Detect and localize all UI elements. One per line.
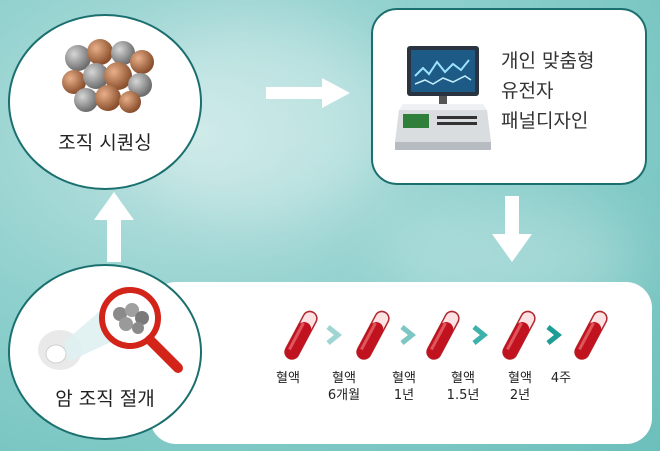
arrow-down-icon <box>492 196 532 262</box>
sequencing-step-label: 조직 시퀀싱 <box>58 132 152 154</box>
panel-design-label: 개인 맞춤형 유전자 패널디자인 <box>501 46 594 136</box>
biopsy-step-label: 암 조직 절개 <box>55 388 155 410</box>
magnifier-tissue-icon <box>38 287 183 373</box>
chevron-right-icon <box>400 325 416 345</box>
timeline-label: 4주 <box>550 371 572 386</box>
chevron-right-icon <box>472 325 488 345</box>
blood-tube-icon <box>574 310 608 360</box>
timeline-label: 혈액 <box>276 371 300 386</box>
panel-design-line-1: 개인 맞춤형 <box>501 50 595 72</box>
blood-tube-icon <box>502 310 536 360</box>
arrow-right-icon <box>266 78 350 108</box>
blood-tube-icon <box>426 310 460 360</box>
biopsy-step-circle: 암 조직 절개 <box>8 264 202 440</box>
tissue-cells-icon <box>62 39 154 113</box>
blood-tube-icon <box>284 310 318 360</box>
blood-tube-icon <box>356 310 390 360</box>
blood-monitoring-timeline <box>150 282 652 444</box>
chevron-right-icon <box>326 325 342 345</box>
arrow-up-icon <box>94 192 134 262</box>
sequencing-step-circle: 조직 시퀀싱 <box>8 14 202 190</box>
panel-design-line-2: 유전자 <box>501 80 554 102</box>
chevron-right-icon <box>546 325 562 345</box>
panel-design-line-3: 패널디자인 <box>501 110 589 132</box>
sequencer-machine-icon <box>395 46 491 150</box>
panel-design-card: 개인 맞춤형 유전자 패널디자인 <box>371 8 647 185</box>
